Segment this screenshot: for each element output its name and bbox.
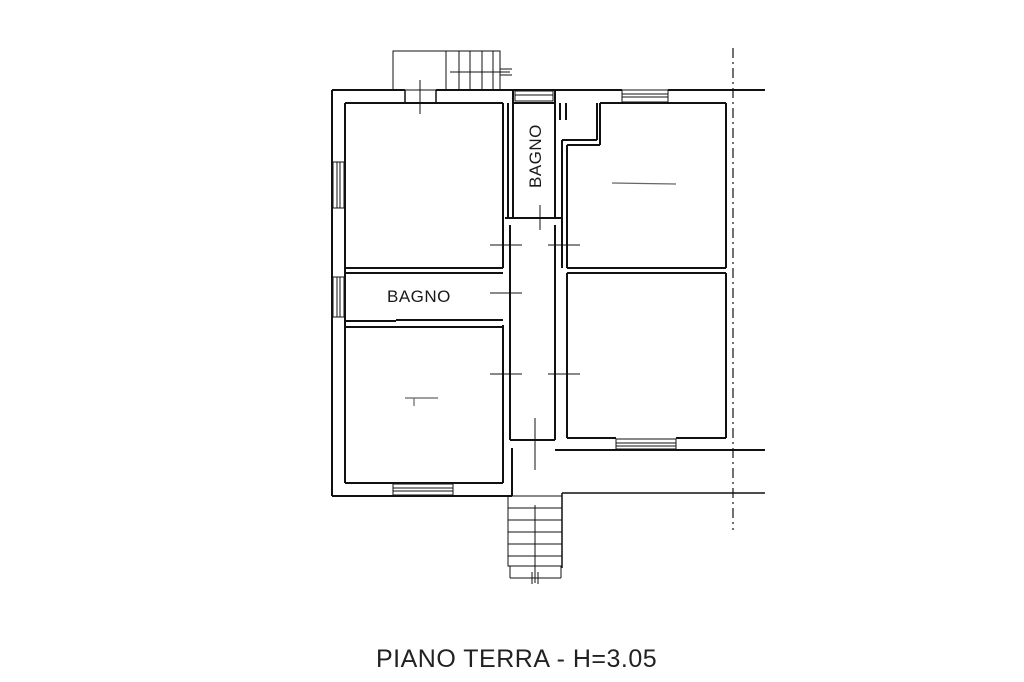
drawing-title: PIANO TERRA - H=3.05 [376,645,658,673]
wall-room-top-right [555,89,765,274]
window-top-bathroom [514,90,554,102]
terrace-outline [561,492,765,568]
stair-top [392,50,512,91]
room-label-bathroom-top: BAGNO [526,124,545,188]
wall-bathroom-left [345,267,503,328]
stair-bottom [507,495,563,584]
window-left-bathroom [332,276,345,318]
window-bottom-left [392,483,454,496]
door-top-left-room [404,80,437,114]
wall-corridor [505,217,562,496]
wall-room-bottom-right [555,273,765,451]
window-left-upper [332,161,345,209]
door-marks-corridor [490,205,580,470]
window-bottom-right [615,438,677,450]
wall-bathroom-top [507,89,601,268]
room-label-bathroom-left: BAGNO [387,287,451,306]
window-top-right [621,89,669,103]
